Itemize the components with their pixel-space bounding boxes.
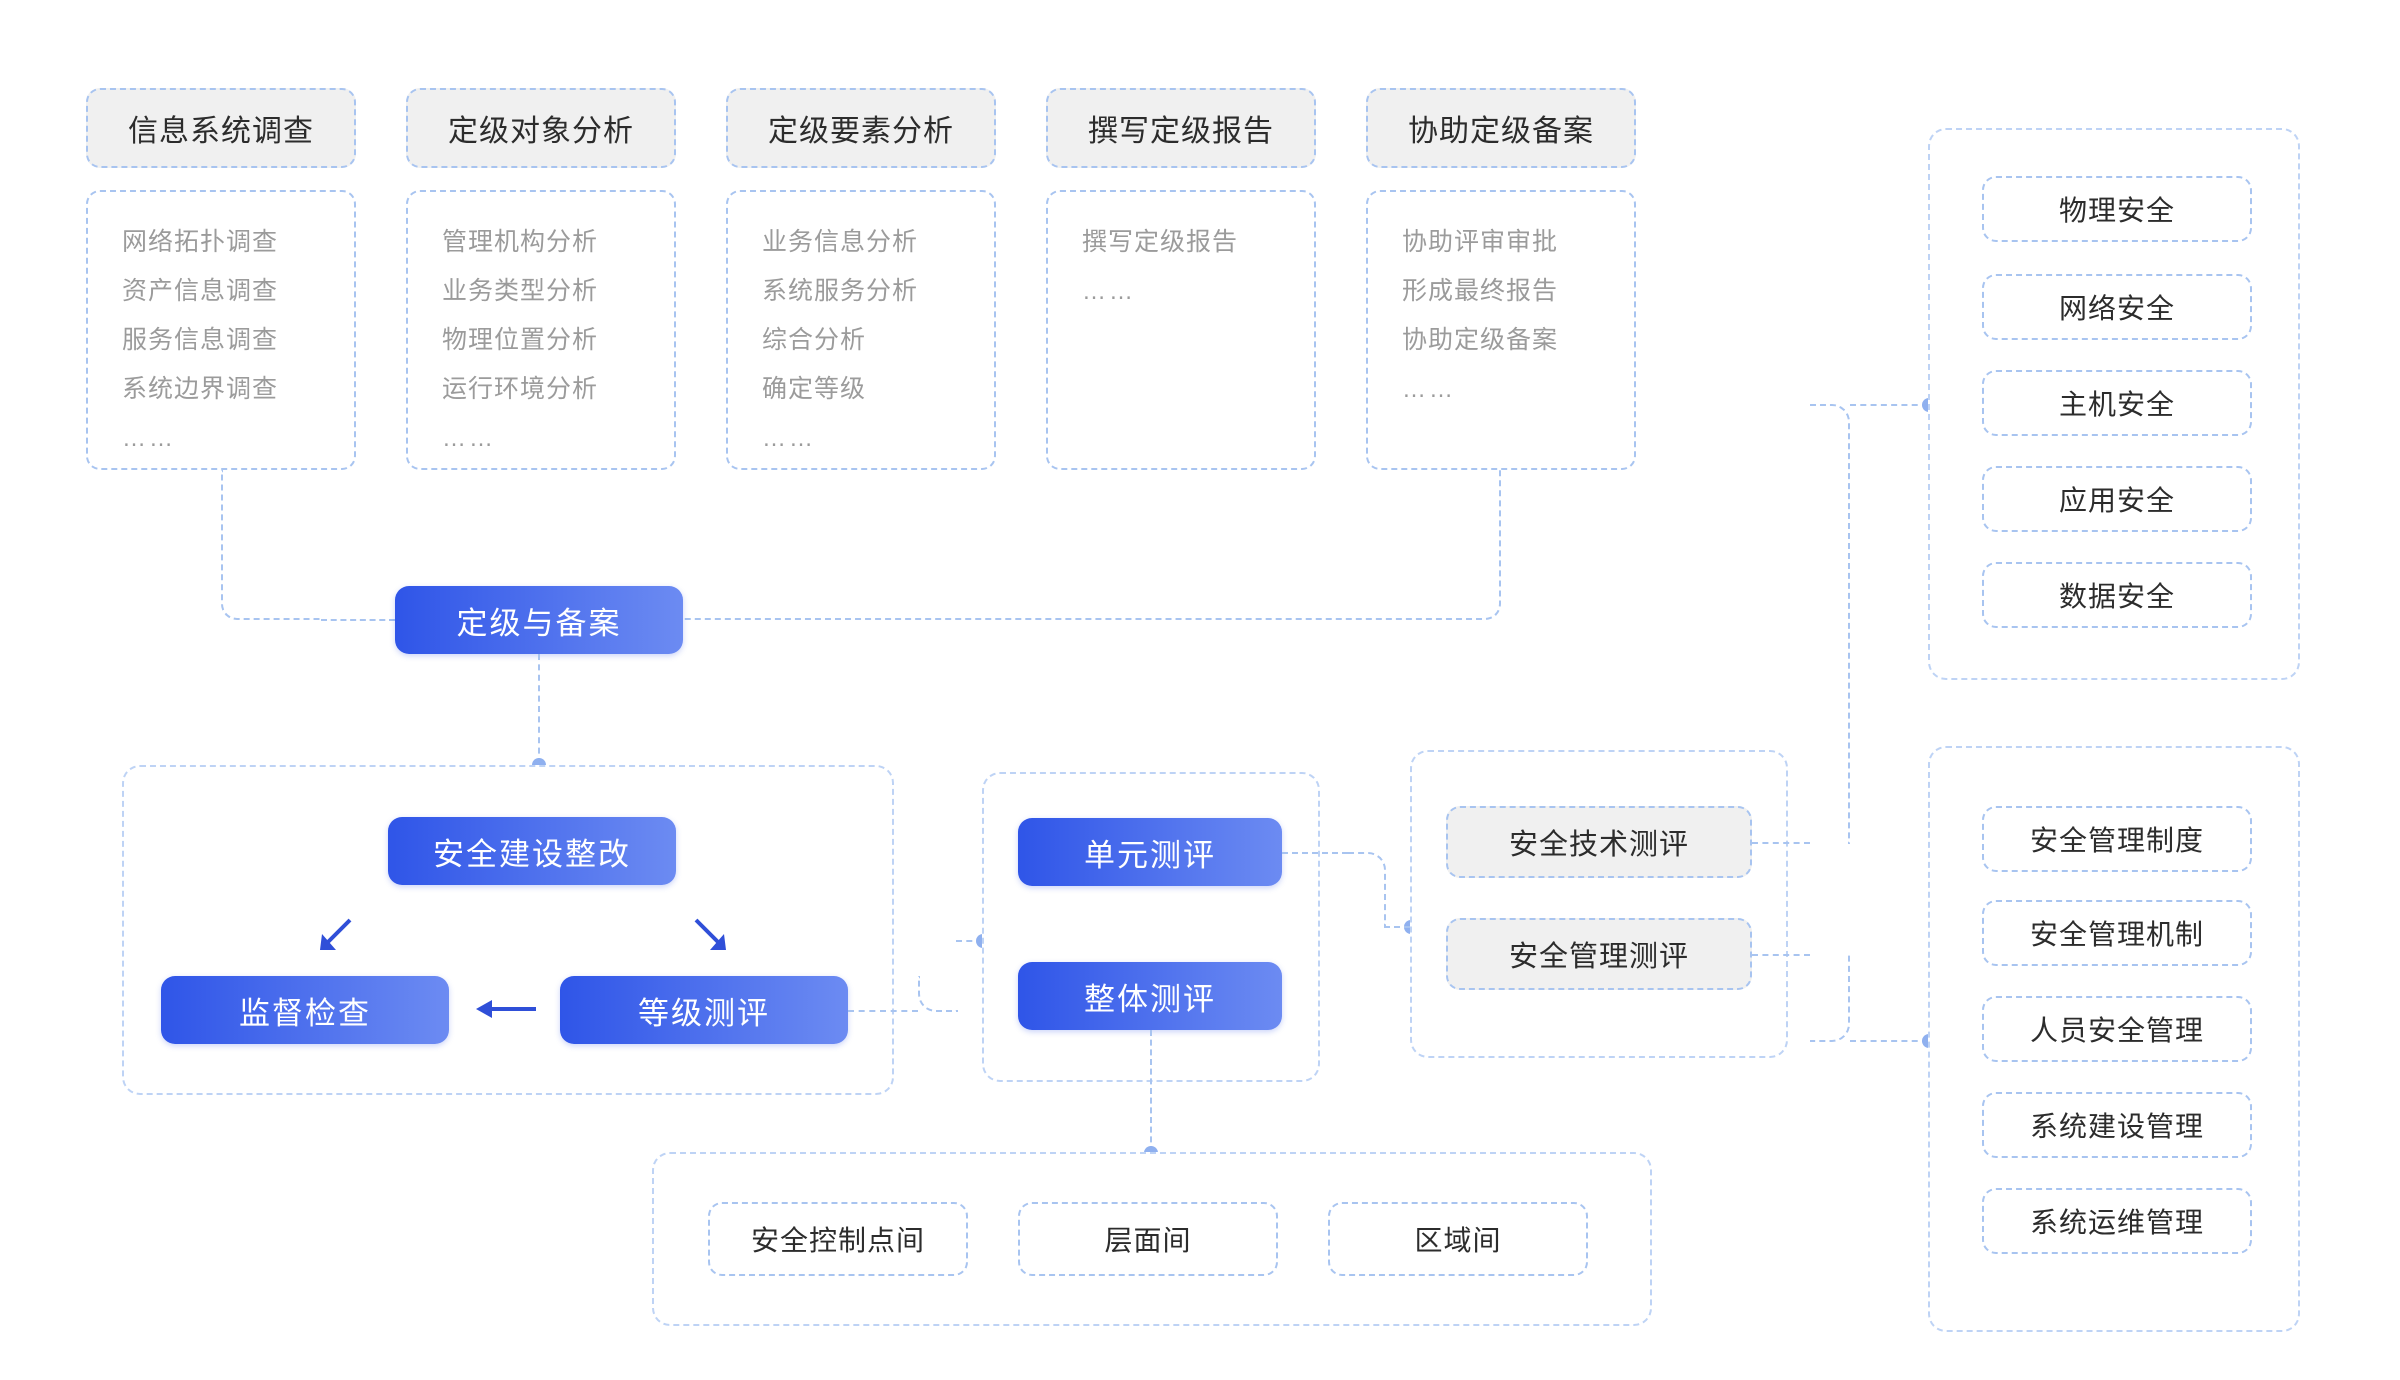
list-item: ……: [442, 425, 496, 452]
connector-right-elbow: [679, 470, 1501, 620]
list-item: 网络拓扑调查: [122, 228, 279, 256]
connector-mgmt-out: [1752, 954, 1810, 956]
list-item: 综合分析: [762, 326, 867, 354]
stage-title-2[interactable]: 定级要素分析: [726, 88, 996, 168]
list-item: 服务信息调查: [122, 326, 279, 354]
chip-overall-assessment[interactable]: 整体测评: [1018, 962, 1282, 1030]
management-item-3[interactable]: 系统建设管理: [1982, 1092, 2252, 1158]
list-item: 系统边界调查: [122, 375, 279, 403]
bottom-item-0[interactable]: 安全控制点间: [708, 1202, 968, 1276]
chip-unit-assessment[interactable]: 单元测评: [1018, 818, 1282, 886]
management-item-0[interactable]: 安全管理制度: [1982, 806, 2252, 872]
stage-detail-card-1: 管理机构分析 业务类型分析 物理位置分析 运行环境分析 ……: [406, 190, 676, 470]
stage-detail-card-3: 撰写定级报告 ……: [1046, 190, 1316, 470]
list-item: ……: [1402, 376, 1456, 403]
list-item: 业务信息分析: [762, 228, 919, 256]
technical-item-4[interactable]: 数据安全: [1982, 562, 2252, 628]
list-item: 形成最终报告: [1402, 277, 1559, 305]
list-item: 运行环境分析: [442, 375, 599, 403]
technical-item-1[interactable]: 网络安全: [1982, 274, 2252, 340]
list-item: ……: [762, 425, 816, 452]
chip-technical-assessment[interactable]: 安全技术测评: [1446, 806, 1752, 878]
list-item: 协助评审审批: [1402, 228, 1559, 256]
connector-grading-curve-lower: [918, 976, 958, 1012]
connector-left-to-milestone: [321, 619, 395, 621]
connector-unit-elbow: [1348, 852, 1386, 926]
list-item: 资产信息调查: [122, 277, 279, 305]
connector-left-elbow: [221, 470, 321, 620]
management-item-1[interactable]: 安全管理机制: [1982, 900, 2252, 966]
list-item: ……: [122, 425, 176, 452]
list-item: 业务类型分析: [442, 277, 599, 305]
arrow-down-left-icon: [310, 912, 356, 958]
stage-title-4[interactable]: 协助定级备案: [1366, 88, 1636, 168]
stage-detail-card-4: 协助评审审批 形成最终报告 协助定级备案 ……: [1366, 190, 1636, 470]
management-item-4[interactable]: 系统运维管理: [1982, 1188, 2252, 1254]
arrow-left-icon: [470, 986, 540, 1032]
milestone-grading-and-filing[interactable]: 定级与备案: [395, 586, 683, 654]
list-item: 协助定级备案: [1402, 326, 1559, 354]
connector-grading-to-middle-a: [848, 1010, 918, 1012]
connector-mgmt-elbow-down: [1810, 954, 1850, 1042]
list-item: 系统服务分析: [762, 277, 919, 305]
management-item-2[interactable]: 人员安全管理: [1982, 996, 2252, 1062]
list-item: 物理位置分析: [442, 326, 599, 354]
assessment-group-container: [1410, 750, 1788, 1058]
chip-supervision-inspection[interactable]: 监督检查: [161, 976, 449, 1044]
bottom-item-1[interactable]: 层面间: [1018, 1202, 1278, 1276]
stage-title-3[interactable]: 撰写定级报告: [1046, 88, 1316, 168]
connector-unit-to-assessment-a: [1282, 852, 1348, 854]
technical-item-3[interactable]: 应用安全: [1982, 466, 2252, 532]
stage-title-1[interactable]: 定级对象分析: [406, 88, 676, 168]
stage-title-0[interactable]: 信息系统调查: [86, 88, 356, 168]
connector-milestone-down: [538, 654, 540, 764]
list-item: 确定等级: [762, 375, 867, 403]
stage-detail-card-2: 业务信息分析 系统服务分析 综合分析 确定等级 ……: [726, 190, 996, 470]
connector-tech-to-column: [1850, 404, 1928, 406]
list-item: ……: [1082, 278, 1136, 305]
bottom-item-2[interactable]: 区域间: [1328, 1202, 1588, 1276]
connector-mgmt-to-column: [1850, 1040, 1928, 1042]
chip-grading-assessment[interactable]: 等级测评: [560, 976, 848, 1044]
chip-management-assessment[interactable]: 安全管理测评: [1446, 918, 1752, 990]
connector-tech-out: [1752, 842, 1810, 844]
technical-item-0[interactable]: 物理安全: [1982, 176, 2252, 242]
connector-unit-to-assessment-b: [1384, 926, 1410, 928]
list-item: 管理机构分析: [442, 228, 599, 256]
list-item: 撰写定级报告: [1082, 228, 1239, 256]
left-group-container: [122, 765, 894, 1095]
chip-security-rectification[interactable]: 安全建设整改: [388, 817, 676, 885]
technical-item-2[interactable]: 主机安全: [1982, 370, 2252, 436]
connector-overall-down: [1150, 1030, 1152, 1152]
arrow-down-right-icon: [690, 912, 736, 958]
connector-tech-elbow-up: [1810, 404, 1850, 844]
stage-detail-card-0: 网络拓扑调查 资产信息调查 服务信息调查 系统边界调查 ……: [86, 190, 356, 470]
